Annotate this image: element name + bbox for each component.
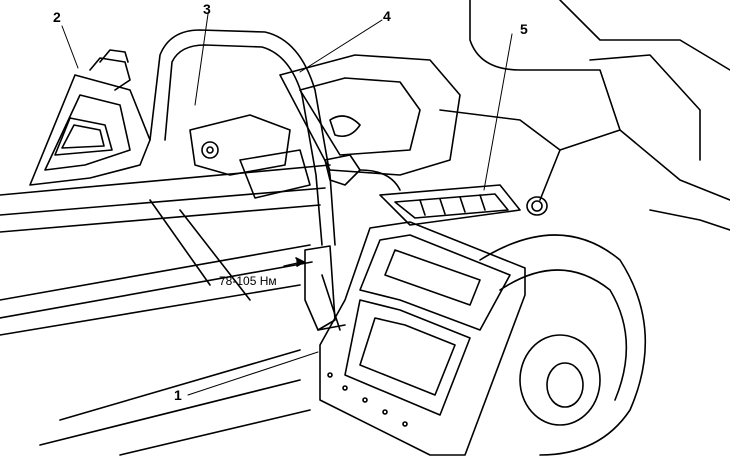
leader-5 <box>483 33 513 191</box>
belt-tray <box>379 184 548 226</box>
body-panel <box>439 0 730 231</box>
torque-label: 78-105 Нм <box>219 274 277 288</box>
torque-arrow <box>283 257 305 267</box>
roll-bar <box>149 29 336 246</box>
belt-retractor <box>304 154 401 331</box>
rear-seat <box>29 49 151 186</box>
callout-3: 3 <box>203 1 211 17</box>
front-seat <box>319 221 526 456</box>
leader-4 <box>299 19 383 73</box>
frame-rail <box>0 164 331 456</box>
leader-1 <box>187 351 319 396</box>
leader-3 <box>194 13 209 106</box>
leader-2 <box>61 25 79 69</box>
callout-4: 4 <box>383 8 391 24</box>
engine <box>189 54 461 199</box>
callout-2: 2 <box>53 9 61 25</box>
callout-5: 5 <box>520 21 528 37</box>
callout-1: 1 <box>174 387 182 403</box>
front-wheel <box>479 234 647 456</box>
leader-lines <box>61 13 513 396</box>
